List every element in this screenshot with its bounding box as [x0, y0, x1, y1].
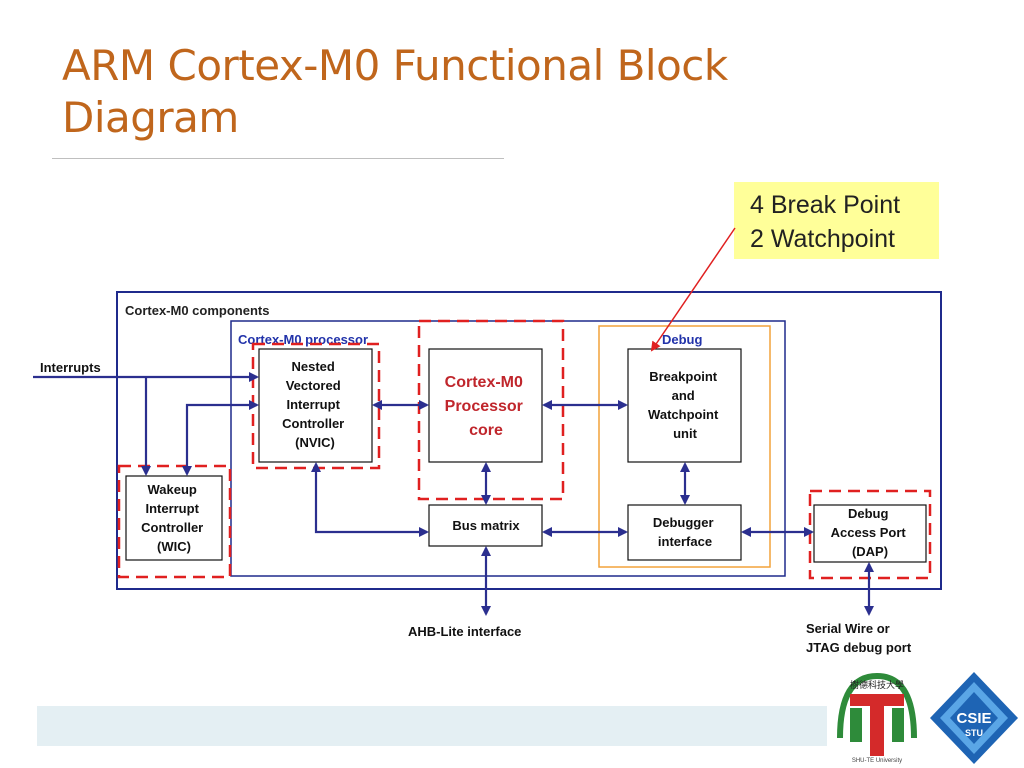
university-text: 樹德科技大學 [850, 679, 904, 691]
debugger-text: Debugger interface [653, 515, 717, 549]
core-block [428, 348, 543, 463]
university-logo: 樹德科技大學 SHU-TE University [834, 670, 920, 764]
bpw-line-2: and [672, 388, 695, 403]
wic-highlight [117, 464, 232, 579]
dap-line-2: Access Port [831, 525, 907, 540]
bpw-line-4: unit [673, 426, 697, 441]
wic-to-nvic-arrow [182, 400, 259, 476]
nvic-text: Nested Vectored Interrupt Controller (NV… [282, 359, 348, 450]
wic-block [125, 475, 223, 561]
nvic-line-5: (NVIC) [295, 435, 335, 450]
debugger-line-2: interface [658, 534, 712, 549]
title-line-1: ARM Cortex-M0 Functional Block [62, 41, 728, 90]
serial-line-1: Serial Wire or [806, 621, 890, 636]
bpw-line-1: Breakpoint [649, 369, 718, 384]
dap-text: Debug Access Port (DAP) [831, 506, 910, 559]
core-line-1: Cortex-M0 [445, 374, 523, 391]
callout-pointer-arrow [650, 227, 736, 352]
bus-matrix-text: Bus matrix [452, 518, 520, 533]
components-label: Cortex-M0 components [125, 303, 269, 318]
csie-logo: CSIE STU [930, 672, 1018, 764]
breakpoint-watchpoint-block [627, 348, 742, 463]
nvic-line-1: Nested [292, 359, 335, 374]
wic-line-3: Controller [141, 520, 203, 535]
debugger-interface-block [627, 504, 742, 561]
serial-wire-label: Serial Wire or JTAG debug port [806, 621, 912, 655]
university-side-text: SHU-TE University [852, 758, 902, 764]
core-text: Cortex-M0 Processor core [445, 374, 528, 439]
wic-line-1: Wakeup [148, 482, 197, 497]
bus-matrix-block [428, 504, 543, 547]
ahb-lite-label: AHB-Lite interface [408, 624, 521, 639]
debug-boundary [598, 325, 771, 568]
core-line-3: core [469, 422, 503, 439]
title-divider [52, 158, 504, 159]
bpw-text: Breakpoint and Watchpoint unit [648, 369, 722, 441]
footer-band [37, 706, 827, 746]
nvic-line-4: Controller [282, 416, 344, 431]
dap-block [813, 504, 927, 563]
dap-line-3: (DAP) [852, 544, 888, 559]
wic-line-2: Interrupt [145, 501, 199, 516]
nvic-bus-arrow [311, 462, 429, 537]
connectors [33, 372, 874, 616]
title-line-2: Diagram [62, 93, 239, 142]
debugger-line-1: Debugger [653, 515, 714, 530]
nvic-line-2: Vectored [286, 378, 341, 393]
interrupts-label: Interrupts [40, 360, 101, 375]
slide-title: ARM Cortex-M0 Functional Block Diagram [62, 40, 822, 144]
callout-line-2: 2 Watchpoint [750, 225, 895, 253]
serial-line-2: JTAG debug port [806, 640, 912, 655]
debug-label: Debug [662, 332, 703, 347]
csie-text: CSIE [956, 710, 991, 727]
nvic-line-3: Interrupt [286, 397, 340, 412]
components-boundary [116, 291, 942, 590]
dap-line-1: Debug [848, 506, 889, 521]
wic-line-4: (WIC) [157, 539, 191, 554]
callout-line-1: 4 Break Point [750, 191, 901, 219]
bpw-line-3: Watchpoint [648, 407, 719, 422]
csie-sub: STU [965, 728, 983, 738]
core-highlight [417, 319, 565, 501]
breakpoint-callout: 4 Break Point 2 Watchpoint [734, 182, 939, 259]
core-line-2: Processor [445, 398, 523, 415]
wic-text: Wakeup Interrupt Controller (WIC) [141, 482, 207, 554]
